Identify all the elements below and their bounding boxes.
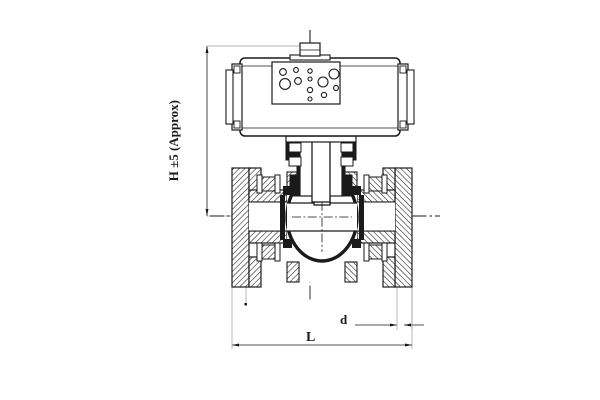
dimension-label-d: d (340, 312, 348, 327)
bonnet-bolts (288, 142, 354, 167)
actuator-top-stem (289, 30, 331, 61)
body-bolts (256, 174, 388, 262)
dimension-label-h: H ±5 (Approx) (166, 100, 181, 182)
actuator-end-cap-left (225, 63, 243, 131)
seat-rings (280, 186, 364, 248)
bonnet-yoke (285, 135, 357, 203)
actuator-mounting-plate (271, 61, 341, 105)
dimension-label-l: L (306, 330, 316, 345)
actuator-end-cap-right (397, 63, 415, 131)
dimension-d (355, 287, 424, 330)
pneumatic-actuator (225, 30, 415, 137)
